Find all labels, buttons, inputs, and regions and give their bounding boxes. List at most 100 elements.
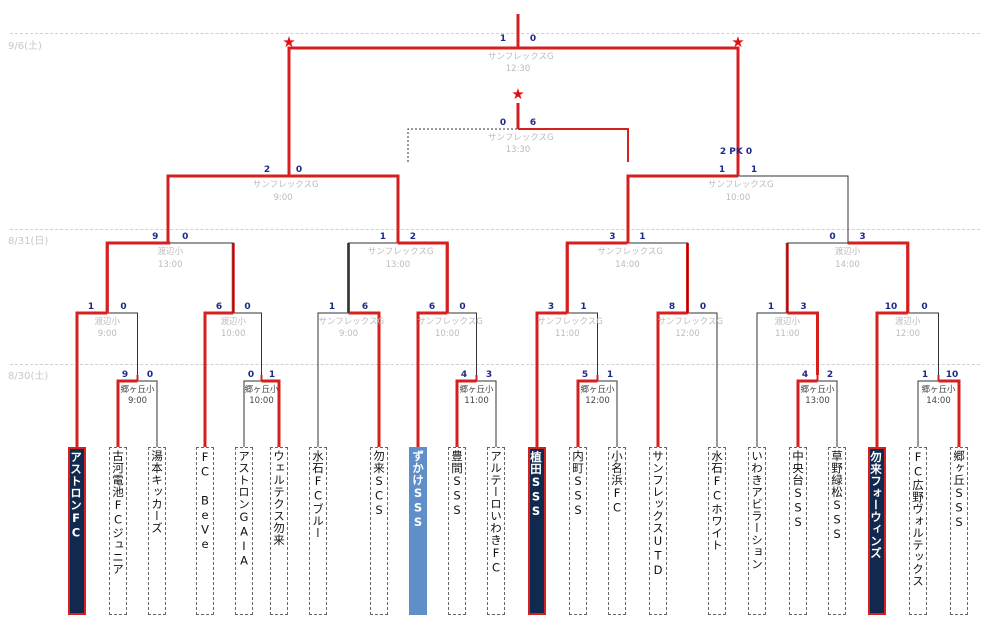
time-label: 9:00	[97, 329, 117, 339]
match-line	[116, 379, 138, 447]
match-line	[416, 311, 448, 447]
team-box: 内町SSS	[569, 447, 587, 615]
score: 8	[668, 302, 676, 312]
score: 1	[379, 232, 386, 242]
match-line	[917, 380, 939, 447]
score: 0	[829, 232, 836, 242]
match-line	[627, 242, 688, 313]
time-label: 9:00	[273, 193, 293, 203]
match-line	[243, 380, 262, 447]
match-line	[348, 242, 398, 313]
venue-label: サンフレックスG	[708, 180, 774, 190]
team-name: 小名浜FC	[610, 450, 624, 515]
match-line	[348, 311, 381, 447]
match-line	[787, 311, 819, 375]
time-label: 11:00	[555, 329, 580, 339]
venue-label: 郷ヶ丘小	[921, 385, 956, 395]
score: 0	[921, 302, 928, 312]
match-line	[875, 311, 908, 447]
match-line	[626, 174, 738, 243]
match-line	[107, 312, 138, 375]
score: 1	[499, 34, 507, 44]
date-label-mid: 8/31(日)	[8, 236, 49, 247]
team-name: 豊間SSS	[450, 450, 464, 518]
score: 3	[609, 232, 616, 242]
time-label: 13:30	[505, 145, 531, 155]
team-box: 古河電池FCジュニア	[109, 447, 127, 615]
venue-label: サンフレックスG	[367, 247, 434, 257]
date-separator	[10, 33, 980, 34]
score: 0	[699, 302, 707, 312]
match-line	[567, 312, 598, 375]
match-line	[105, 241, 171, 313]
date-separator	[10, 229, 980, 230]
match-line	[283, 174, 400, 243]
team-box: 水石FCホワイト	[708, 447, 726, 615]
team-name: ずかけSSS	[411, 450, 425, 530]
team-box: いわきアビラーション	[748, 447, 766, 615]
time-label: 14:00	[615, 260, 640, 270]
match-line	[907, 312, 939, 375]
score: 9	[121, 370, 129, 380]
score: 1	[639, 232, 646, 242]
time-label: 11:00	[464, 396, 489, 406]
time-label: 12:00	[585, 396, 610, 406]
team-name: 内町SSS	[571, 450, 585, 518]
match-line	[75, 311, 108, 447]
score: 6	[215, 302, 223, 312]
score: 0	[247, 370, 255, 380]
match-line	[203, 311, 234, 447]
match-line	[476, 380, 497, 447]
match-line	[597, 380, 618, 447]
third-place-line	[407, 128, 518, 162]
team-name: アストロンGAIA	[237, 450, 251, 568]
time-label: 14:00	[926, 396, 951, 406]
match-line	[687, 312, 718, 447]
score: 3	[485, 370, 493, 380]
venue-label: 渡辺小	[774, 317, 800, 327]
team-box: アストロンGAIA	[235, 447, 253, 615]
score: 0	[295, 165, 303, 175]
match-line	[796, 379, 818, 447]
venue-label: 渡辺小	[157, 247, 183, 257]
score: 0	[244, 302, 251, 312]
team-name: 勿来SCS	[372, 450, 386, 518]
score: 3	[859, 232, 866, 242]
time-label: 13:00	[805, 396, 830, 406]
score: 1	[921, 370, 929, 380]
score: 6	[529, 118, 537, 128]
score: 1	[580, 302, 587, 312]
venue-label: 郷ヶ丘小	[800, 385, 835, 395]
time-label: 12:00	[895, 329, 921, 339]
time-label: 12:00	[675, 329, 700, 339]
match-line	[166, 174, 283, 243]
team-box: 勿来フォーウィンズ	[868, 447, 886, 615]
score: 1	[718, 165, 726, 175]
team-name: 中央台SSS	[791, 450, 805, 530]
venue-label: サンフレックスG	[657, 317, 724, 327]
match-line	[756, 312, 788, 447]
match-line	[535, 311, 568, 447]
venue-label: 渡辺小	[894, 317, 921, 327]
third-place-line	[518, 128, 629, 162]
match-line	[233, 312, 262, 375]
match-line	[565, 241, 628, 313]
team-name: アストロンFC	[69, 451, 83, 540]
date-label-first: 8/30(土)	[8, 371, 49, 382]
venue-label: サンフレックスG	[488, 52, 554, 62]
venue-label: サンフレックスG	[253, 180, 319, 190]
score: 1	[767, 302, 775, 312]
team-box: 水石FCブルー	[309, 447, 327, 615]
venue-label: 郷ヶ丘小	[580, 385, 615, 395]
time-label: 13:00	[385, 260, 411, 270]
score: 4	[460, 370, 468, 380]
team-name: FC広野ヴォルテックス	[911, 450, 925, 587]
team-name: 郷ヶ丘SSS	[952, 450, 966, 530]
match-line	[847, 241, 910, 313]
team-box: サンフレックスUTD	[649, 447, 667, 615]
team-box: ウェルテクス勿来	[270, 447, 288, 615]
time-label: 9:00	[338, 329, 359, 339]
